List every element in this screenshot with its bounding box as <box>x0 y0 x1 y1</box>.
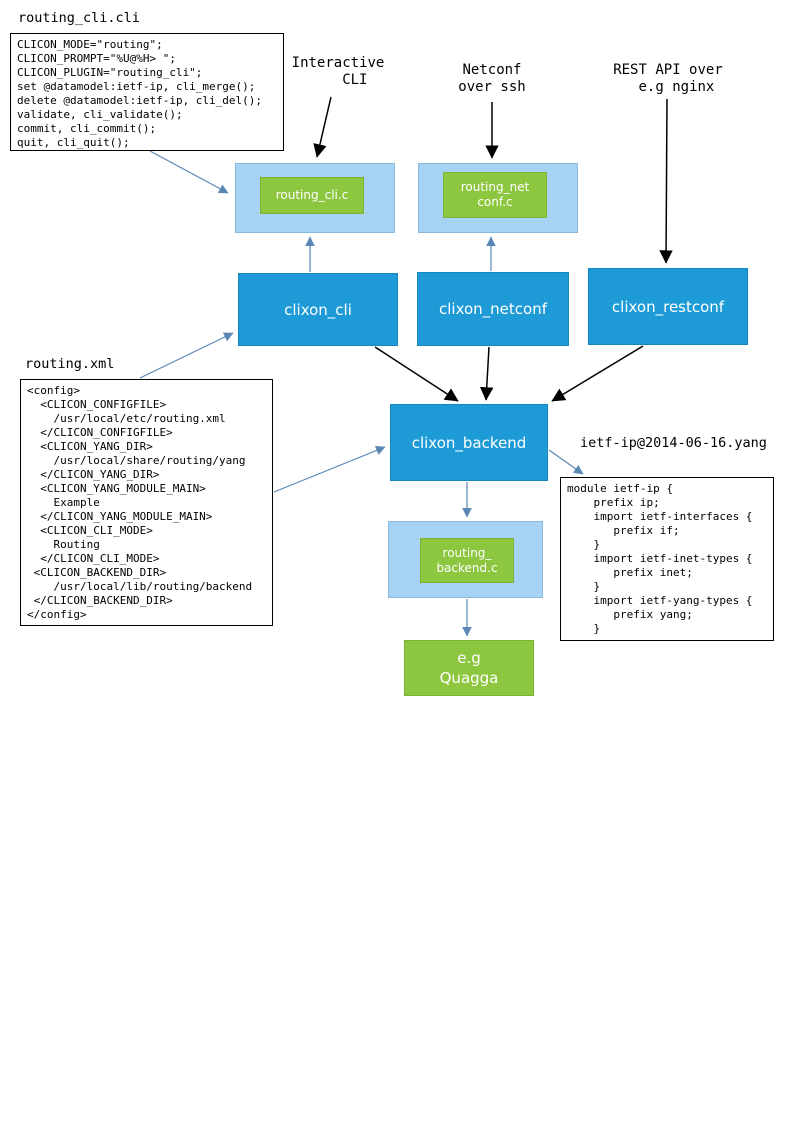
code-yang-module: module ietf-ip { prefix ip; import ietf-… <box>560 477 774 641</box>
code-routing-xml-config: <config> <CLICON_CONFIGFILE> /usr/local/… <box>20 379 273 626</box>
arrow-clixon-cli-to-backend <box>374 346 459 402</box>
node-routing-backend-c: routing_ backend.c <box>420 538 514 583</box>
arrow-rest-api-to-clixon-restconf <box>659 98 673 264</box>
label-interactive-cli: Interactive CLI <box>291 55 385 88</box>
node-quagga: e.g Quagga <box>404 640 534 696</box>
arrow-clixon-netconf-to-backend <box>479 346 494 401</box>
label-routing-xml-file: routing.xml <box>25 356 115 372</box>
node-clixon-backend: clixon_backend <box>390 404 548 481</box>
label-rest-api: REST API over e.g nginx <box>613 62 723 95</box>
code-routing-cli-spec: CLICON_MODE="routing"; CLICON_PROMPT="%U… <box>10 33 284 151</box>
arrow-routing-xml-to-backend <box>273 445 386 493</box>
node-routing-netconf-c: routing_net conf.c <box>443 172 547 218</box>
label-netconf-over-ssh: Netconf over ssh <box>458 62 526 95</box>
label-yang-file: ietf-ip@2014-06-16.yang <box>580 435 767 451</box>
arrow-backend-to-yang <box>548 449 584 475</box>
label-routing-cli-file: routing_cli.cli <box>18 10 140 26</box>
node-clixon-restconf: clixon_restconf <box>588 268 748 345</box>
arrow-clixon-restconf-to-backend <box>551 345 644 402</box>
arrow-routing-xml-to-clixon-cli <box>139 332 234 379</box>
arrow-clispec-to-routing-cli-c <box>149 150 229 194</box>
node-routing-cli-c: routing_cli.c <box>260 177 364 214</box>
node-clixon-netconf: clixon_netconf <box>417 272 569 346</box>
node-clixon-cli: clixon_cli <box>238 273 398 346</box>
arrow-interactive-cli-to-routing-cli-c <box>313 96 332 158</box>
